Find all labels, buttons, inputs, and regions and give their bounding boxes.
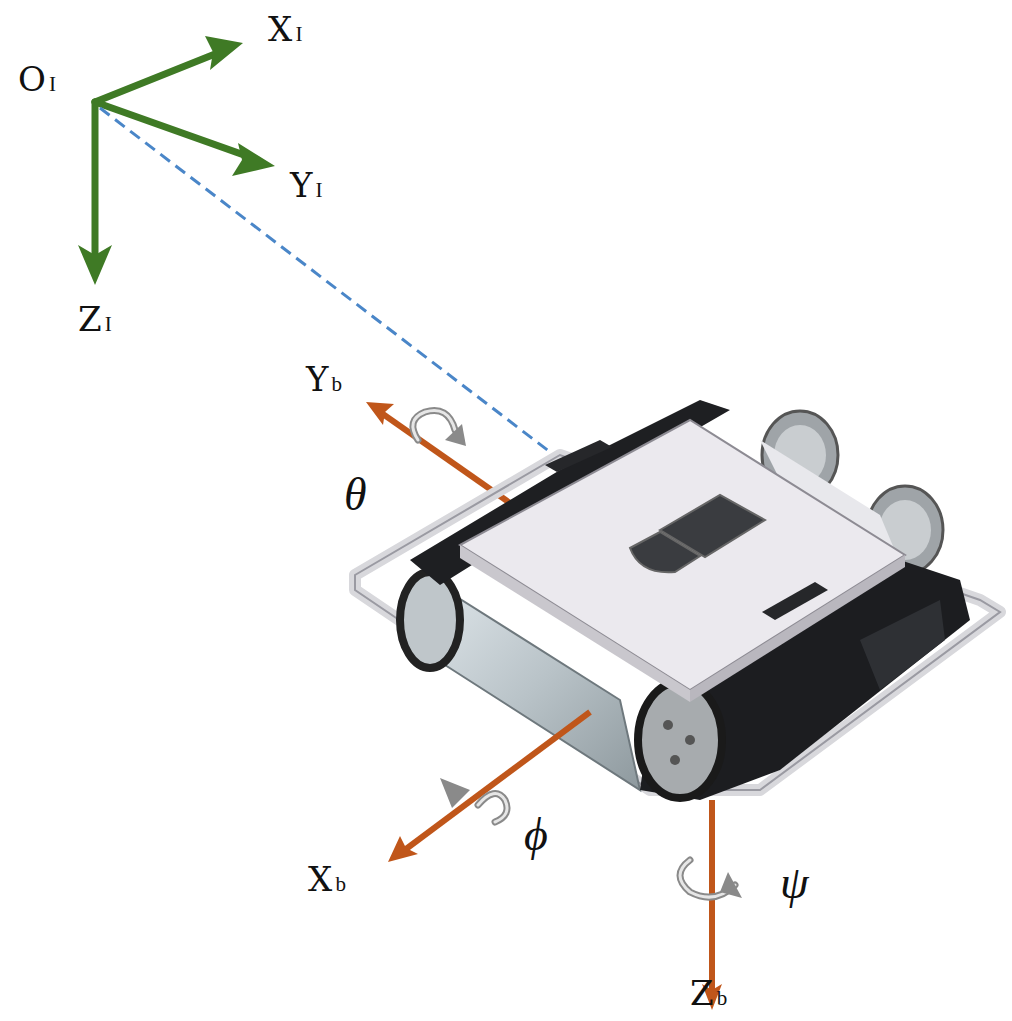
frame-origin-label: OI	[18, 62, 56, 96]
angle-label: ψ	[780, 860, 809, 906]
angle-label: θ	[344, 472, 367, 518]
axis-label: YI	[290, 168, 323, 202]
axis-label: XI	[268, 12, 302, 46]
axis-label: Zb	[690, 976, 727, 1010]
axis-label: Yb	[306, 362, 342, 396]
angle-label: ϕ	[524, 812, 548, 858]
axis-label: ZI	[78, 302, 112, 336]
axis-label: Xb	[308, 862, 346, 896]
